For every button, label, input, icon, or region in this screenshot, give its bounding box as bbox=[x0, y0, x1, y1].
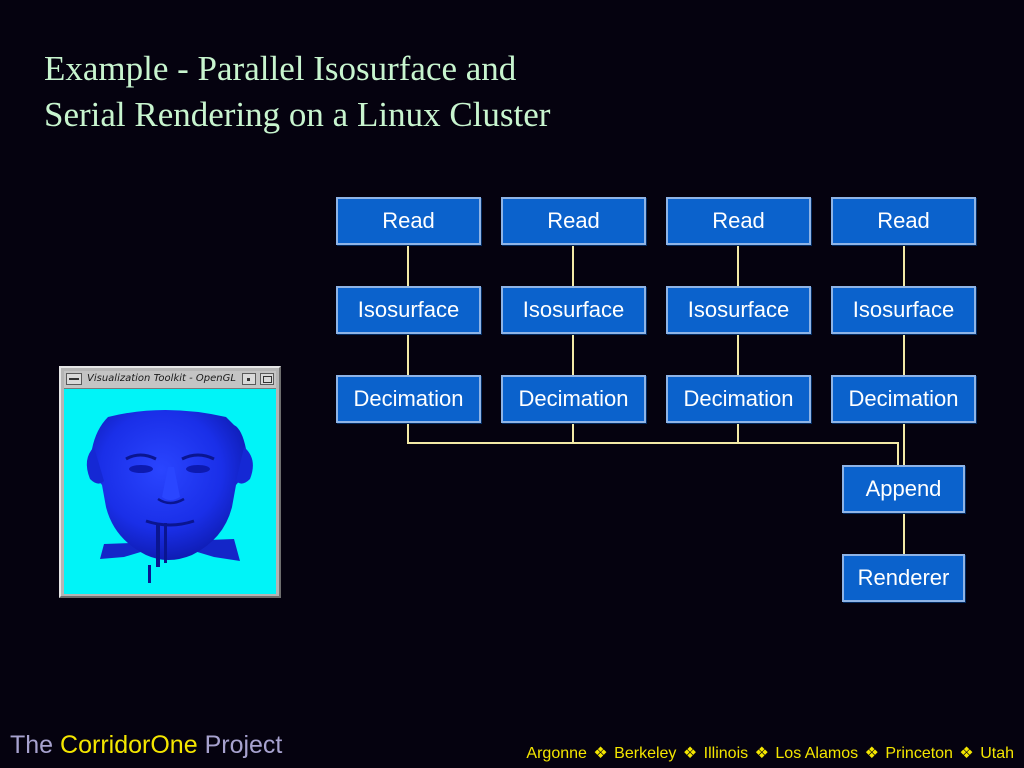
slide-title-line-2: Serial Rendering on a Linux Cluster bbox=[44, 95, 551, 134]
partner-name: Utah bbox=[980, 745, 1014, 762]
window-menu-icon[interactable] bbox=[66, 373, 82, 385]
read-box-2: Read bbox=[501, 197, 646, 245]
separator-icon: ❖ bbox=[682, 745, 698, 762]
connector-append-renderer bbox=[903, 512, 905, 555]
connector-iso-dec-4 bbox=[903, 333, 905, 376]
isosurface-box-1: Isosurface bbox=[336, 286, 481, 334]
connector-iso-dec-1 bbox=[407, 333, 409, 376]
partner-name: Illinois bbox=[703, 745, 749, 762]
append-box: Append bbox=[842, 465, 965, 513]
renderer-box: Renderer bbox=[842, 554, 965, 602]
vtk-title-bar[interactable]: Visualization Toolkit - OpenGL bbox=[64, 371, 276, 389]
read-box-1: Read bbox=[336, 197, 481, 245]
connector-read-iso-3 bbox=[737, 244, 739, 287]
footer-suffix: Project bbox=[204, 731, 283, 759]
connector-iso-dec-2 bbox=[572, 333, 574, 376]
read-box-3: Read bbox=[666, 197, 811, 245]
decimation-box-3: Decimation bbox=[666, 375, 811, 423]
connector-dec-down-4 bbox=[903, 422, 905, 466]
connector-read-iso-1 bbox=[407, 244, 409, 287]
slide-title-line-1: Example - Parallel Isosurface and bbox=[44, 49, 517, 88]
connector-dec-down-1 bbox=[407, 422, 409, 444]
footer-partners: Argonne ❖ Berkeley ❖ Illinois ❖ Los Alam… bbox=[526, 743, 1014, 763]
vtk-window-title: Visualization Toolkit - OpenGL bbox=[87, 373, 236, 384]
connector-dec-down-2 bbox=[572, 422, 574, 444]
decimation-box-1: Decimation bbox=[336, 375, 481, 423]
read-box-4: Read bbox=[831, 197, 976, 245]
separator-icon: ❖ bbox=[593, 745, 608, 762]
head-isosurface-image bbox=[86, 410, 253, 583]
footer-prefix: The bbox=[10, 731, 54, 759]
maximize-icon[interactable] bbox=[260, 373, 274, 385]
separator-icon: ❖ bbox=[864, 745, 879, 762]
slide-title: Example - Parallel Isosurface and Serial… bbox=[44, 46, 550, 138]
connector-merge-drop bbox=[897, 442, 899, 466]
isosurface-box-3: Isosurface bbox=[666, 286, 811, 334]
connector-read-iso-2 bbox=[572, 244, 574, 287]
partner-name: Los Alamos bbox=[775, 745, 859, 762]
vtk-render-window: Visualization Toolkit - OpenGL bbox=[59, 366, 281, 598]
isosurface-box-4: Isosurface bbox=[831, 286, 976, 334]
connector-merge-bus bbox=[407, 442, 899, 444]
footer-brand: CorridorOne bbox=[60, 731, 198, 759]
decimation-box-4: Decimation bbox=[831, 375, 976, 423]
isosurface-box-2: Isosurface bbox=[501, 286, 646, 334]
separator-icon: ❖ bbox=[754, 745, 769, 762]
footer-project-name: The CorridorOne Project bbox=[10, 731, 282, 760]
partner-name: Argonne bbox=[526, 745, 587, 762]
decimation-box-2: Decimation bbox=[501, 375, 646, 423]
minimize-icon[interactable] bbox=[242, 373, 256, 385]
vtk-viewport[interactable] bbox=[64, 389, 276, 594]
connector-iso-dec-3 bbox=[737, 333, 739, 376]
partner-name: Princeton bbox=[885, 745, 953, 762]
connector-dec-down-3 bbox=[737, 422, 739, 444]
separator-icon: ❖ bbox=[959, 745, 974, 762]
partner-name: Berkeley bbox=[614, 745, 677, 762]
connector-read-iso-4 bbox=[903, 244, 905, 287]
